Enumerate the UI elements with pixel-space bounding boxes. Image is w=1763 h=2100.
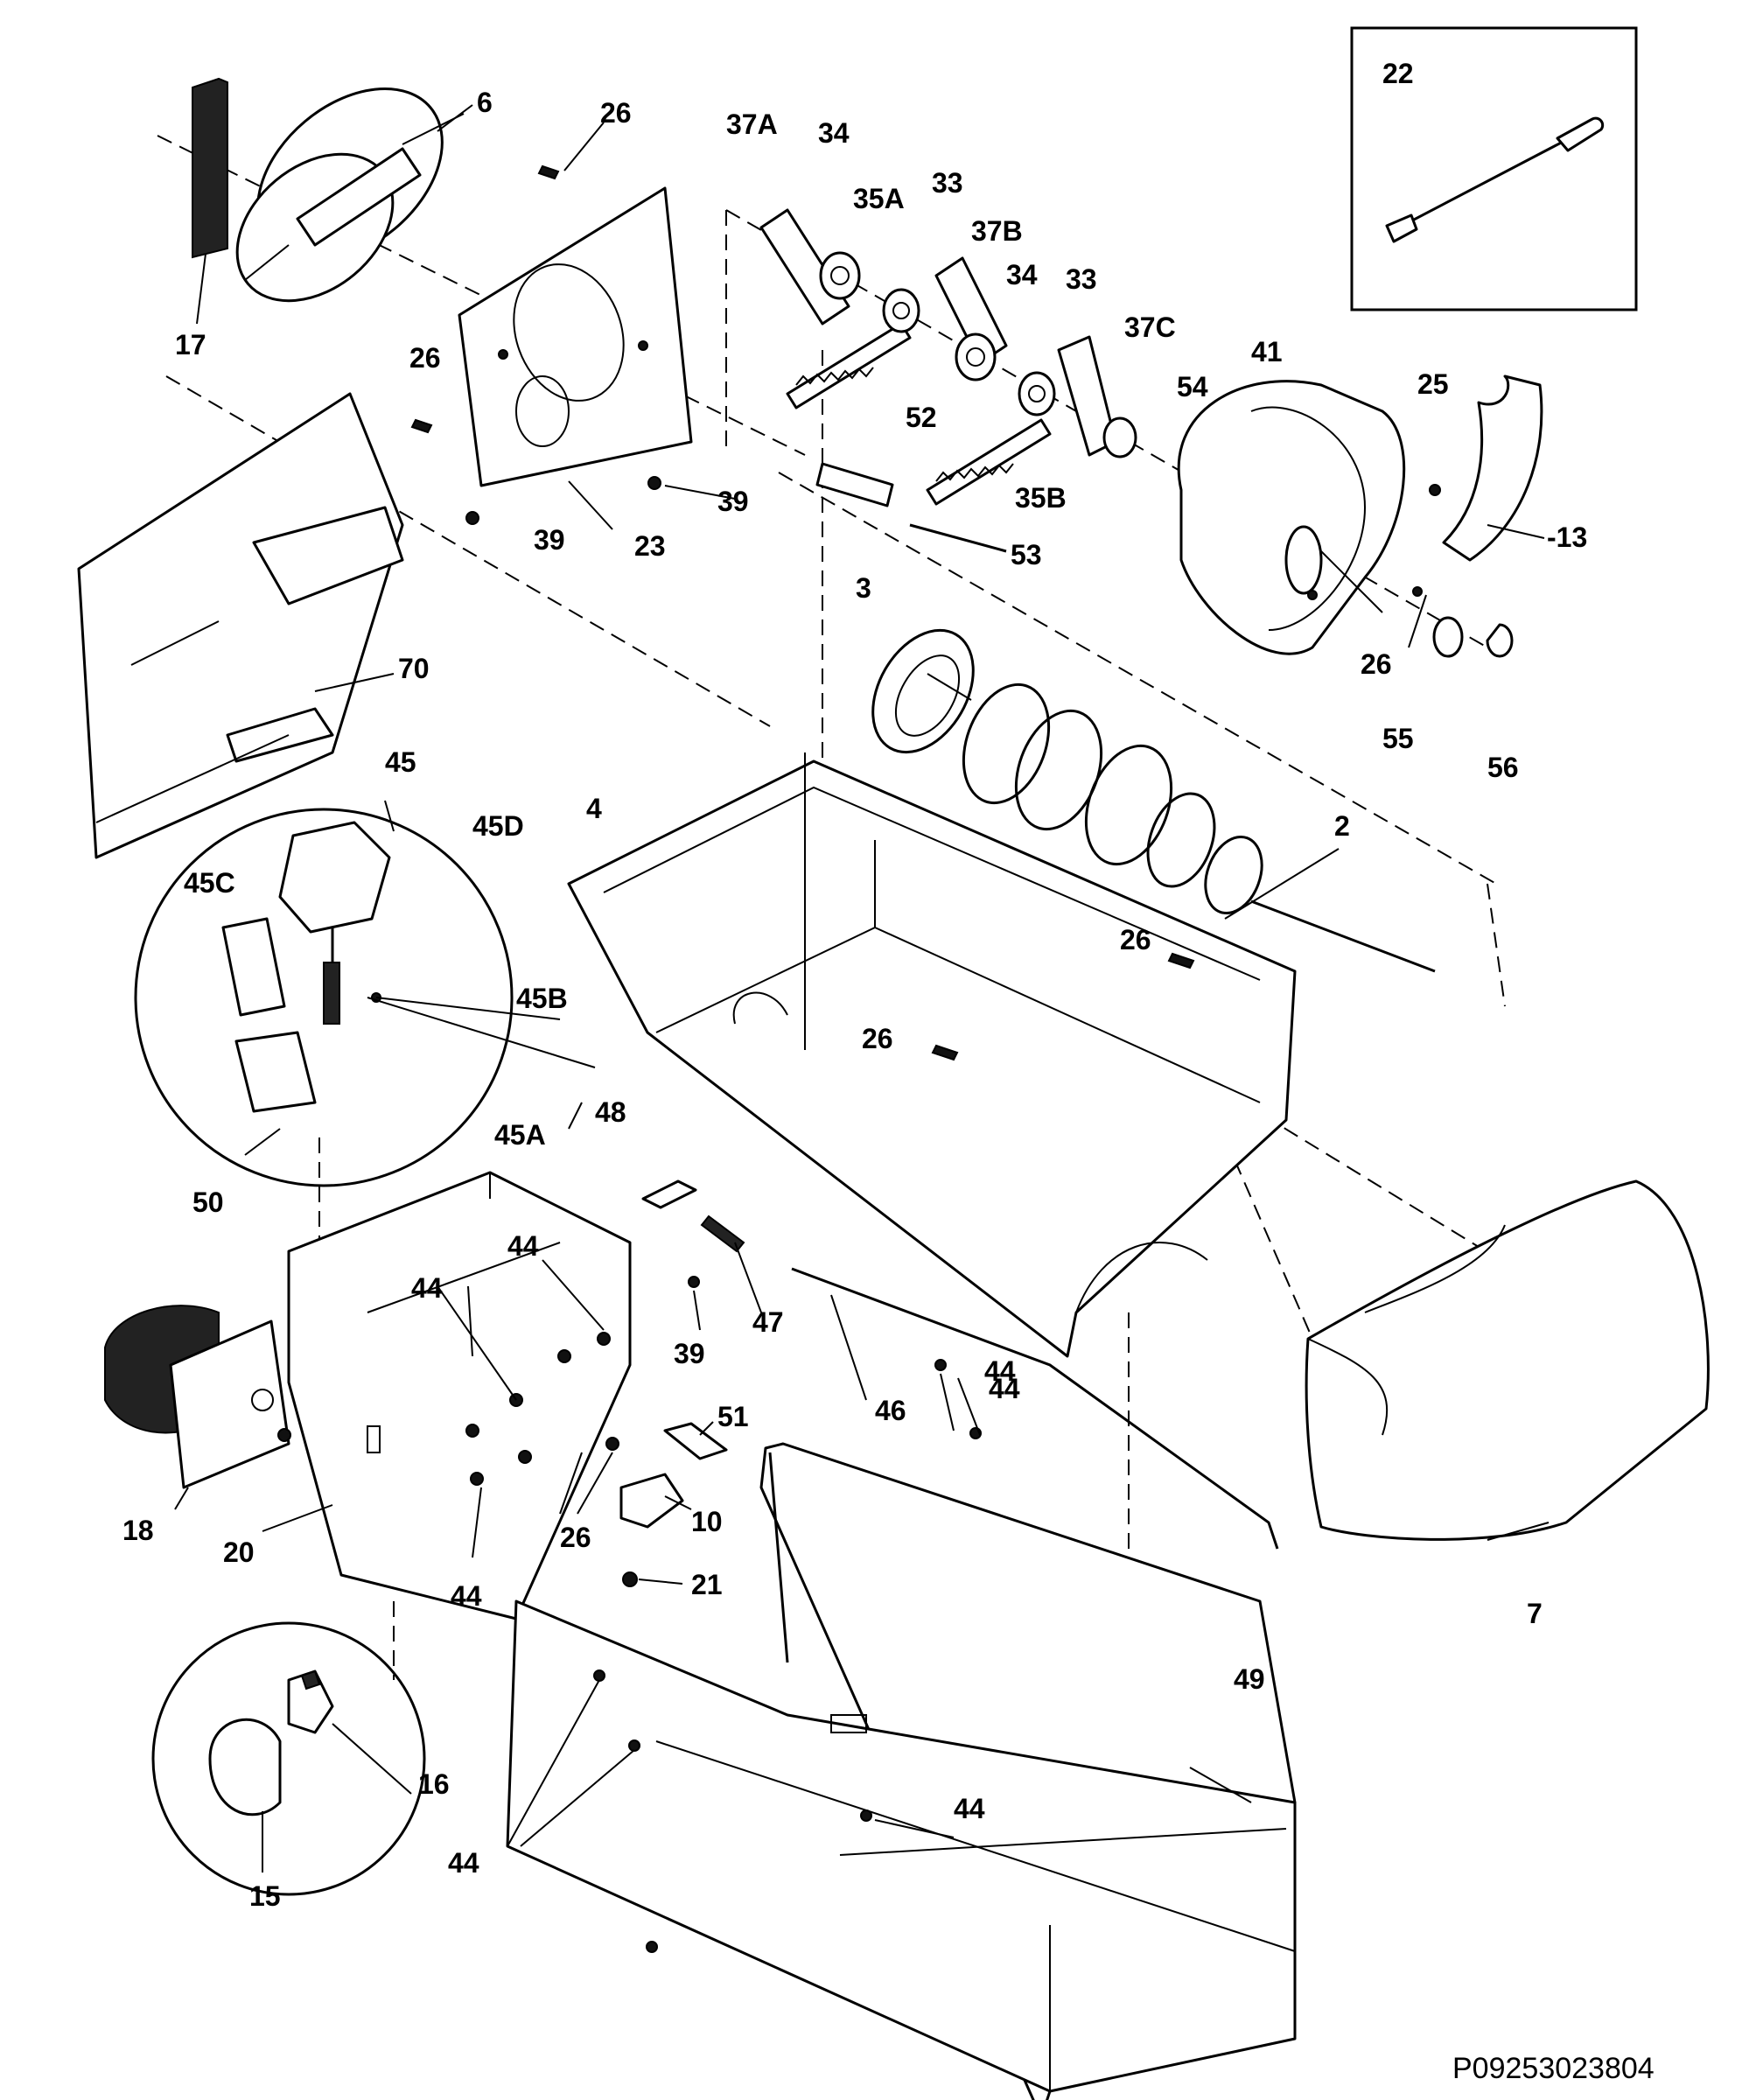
part-23-plate xyxy=(458,186,693,487)
callout-34: 34 xyxy=(818,117,850,149)
callout-17: 17 xyxy=(175,329,206,360)
callout-25: 25 xyxy=(1417,368,1449,400)
part-46-rod xyxy=(791,1267,1279,1550)
part-17-strip xyxy=(192,77,228,259)
part-55-washer xyxy=(1432,616,1464,658)
part-10 xyxy=(619,1473,684,1529)
callout-37A: 37A xyxy=(726,108,778,140)
callout-70: 70 xyxy=(398,653,430,684)
callout-45B: 45B xyxy=(516,983,568,1014)
callout-47: 47 xyxy=(752,1306,784,1338)
callout-45A: 45A xyxy=(494,1119,546,1151)
part-52-53 xyxy=(815,462,1007,553)
callout-44: 44 xyxy=(507,1230,539,1262)
callout-26: 26 xyxy=(862,1023,893,1054)
callout-50: 50 xyxy=(192,1186,224,1218)
callout-54: 54 xyxy=(1177,371,1208,402)
callout-45D: 45D xyxy=(472,810,524,842)
callout-4: 4 xyxy=(586,793,602,824)
drawing-code: P09253023804 xyxy=(1452,2052,1655,2085)
callout-37B: 37B xyxy=(971,215,1023,247)
callout-20: 20 xyxy=(223,1536,255,1568)
callout-52: 52 xyxy=(906,402,937,433)
part-49-tray xyxy=(506,1359,1297,2100)
callout-51: 51 xyxy=(717,1401,749,1432)
callout-35A: 35A xyxy=(853,183,905,214)
callout-45: 45 xyxy=(385,746,416,778)
callout-55: 55 xyxy=(1382,723,1414,754)
callout-35B: 35B xyxy=(1015,482,1067,514)
callout-21: 21 xyxy=(691,1569,723,1600)
part-3-hub xyxy=(871,628,975,754)
callout-6: 6 xyxy=(477,87,493,118)
part-2-auger xyxy=(962,682,1436,973)
bulb-inset xyxy=(151,1621,426,1896)
parts-48-47 xyxy=(641,1180,745,1288)
part-41-cover xyxy=(1177,380,1441,655)
callout-46: 46 xyxy=(875,1395,906,1426)
housing-screws xyxy=(277,1332,619,1486)
callout-45C: 45C xyxy=(184,867,235,899)
callout-10: 10 xyxy=(691,1506,723,1537)
callout-44: 44 xyxy=(451,1580,482,1612)
callout-56: 56 xyxy=(1487,752,1519,783)
callout-22: 22 xyxy=(1382,58,1414,89)
callout-15: 15 xyxy=(249,1880,281,1912)
callout-7: 7 xyxy=(1527,1598,1543,1629)
callout-16: 16 xyxy=(418,1768,450,1800)
callout-53: 53 xyxy=(1011,539,1042,570)
callout-26: 26 xyxy=(1361,648,1392,680)
callout-37C: 37C xyxy=(1124,312,1176,343)
part-6-housing xyxy=(235,87,473,303)
callout-26: 26 xyxy=(409,342,441,374)
callout-39: 39 xyxy=(674,1338,705,1369)
callout-39: 39 xyxy=(534,524,565,556)
callout-44: 44 xyxy=(984,1355,1016,1387)
callout-2: 2 xyxy=(1334,810,1350,842)
part-4-bin xyxy=(567,752,1297,1358)
part-20-housing xyxy=(287,1171,632,1620)
part-54-bushing xyxy=(1102,416,1137,458)
callout-44: 44 xyxy=(954,1793,985,1824)
part-7-cover xyxy=(1305,1180,1710,1541)
part-18-motor xyxy=(104,1305,290,1489)
callout-3: 3 xyxy=(856,572,871,604)
callout-labels: 6 17 26 26 23 39 39 70 37A 34 35A 33 37B… xyxy=(122,58,1587,1912)
part-70-bracket xyxy=(77,392,404,859)
callout-49: 49 xyxy=(1234,1663,1265,1695)
callout-26: 26 xyxy=(560,1522,591,1553)
callout-26: 26 xyxy=(600,97,632,129)
callout-39: 39 xyxy=(717,486,749,517)
callout-44: 44 xyxy=(411,1272,443,1304)
part-13-bracket xyxy=(1442,374,1543,562)
callout-44: 44 xyxy=(448,1847,479,1879)
callout-44: 44 xyxy=(989,1373,1020,1404)
part-21 xyxy=(622,1572,638,1587)
bin-screws xyxy=(931,952,1195,1061)
callout-34: 34 xyxy=(1006,259,1038,290)
callout-23: 23 xyxy=(634,530,666,562)
callout-41: 41 xyxy=(1251,336,1283,368)
part-51 xyxy=(663,1422,728,1460)
screws-upper-left xyxy=(410,164,661,525)
callout-33: 33 xyxy=(1066,263,1097,295)
callout-13: -13 xyxy=(1547,522,1587,553)
callout-33: 33 xyxy=(932,167,963,199)
callout-26: 26 xyxy=(1120,924,1151,956)
leader-lines xyxy=(174,113,1550,1872)
crank-assembly xyxy=(759,208,1117,506)
inset-box-22 xyxy=(1350,26,1638,312)
callout-48: 48 xyxy=(595,1096,626,1128)
part-56-clip xyxy=(1486,623,1514,658)
callout-18: 18 xyxy=(122,1515,154,1546)
part-45-inset xyxy=(134,808,514,1187)
